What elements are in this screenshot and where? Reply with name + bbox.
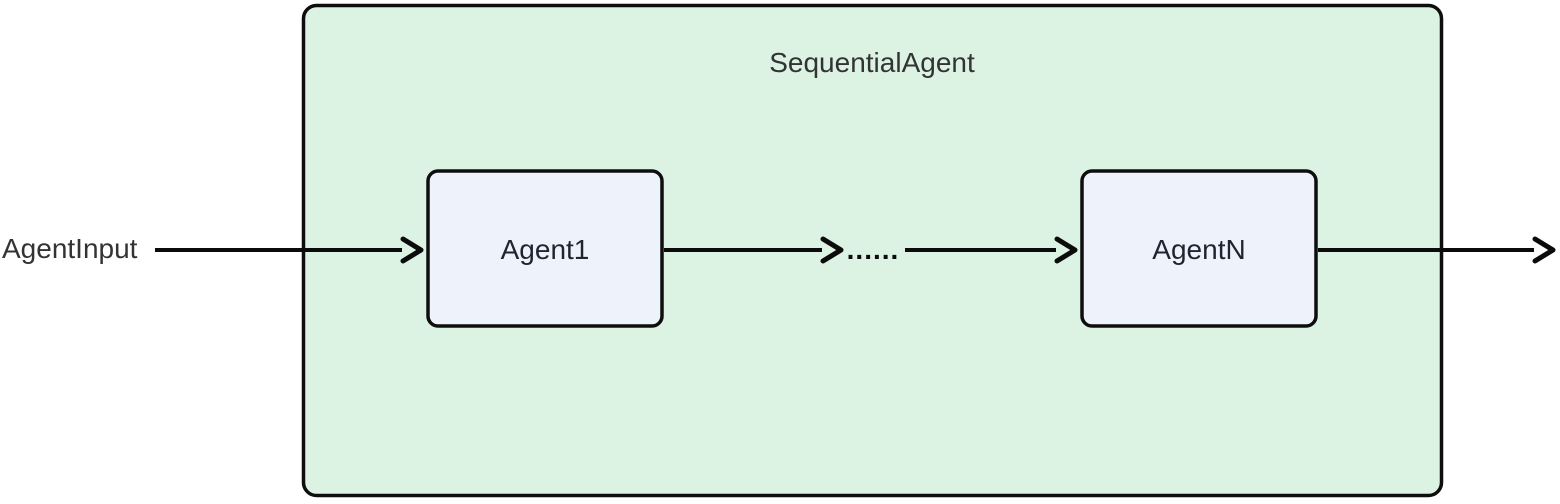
agent1-node xyxy=(426,169,664,328)
ellipsis-label: ...... xyxy=(847,234,900,265)
agent1-label: Agent1 xyxy=(501,234,590,265)
container-title: SequentialAgent xyxy=(769,47,975,78)
agentn-label: AgentN xyxy=(1152,234,1245,265)
agent-input-label: AgentInput xyxy=(2,233,138,264)
agentn-node xyxy=(1080,169,1318,328)
